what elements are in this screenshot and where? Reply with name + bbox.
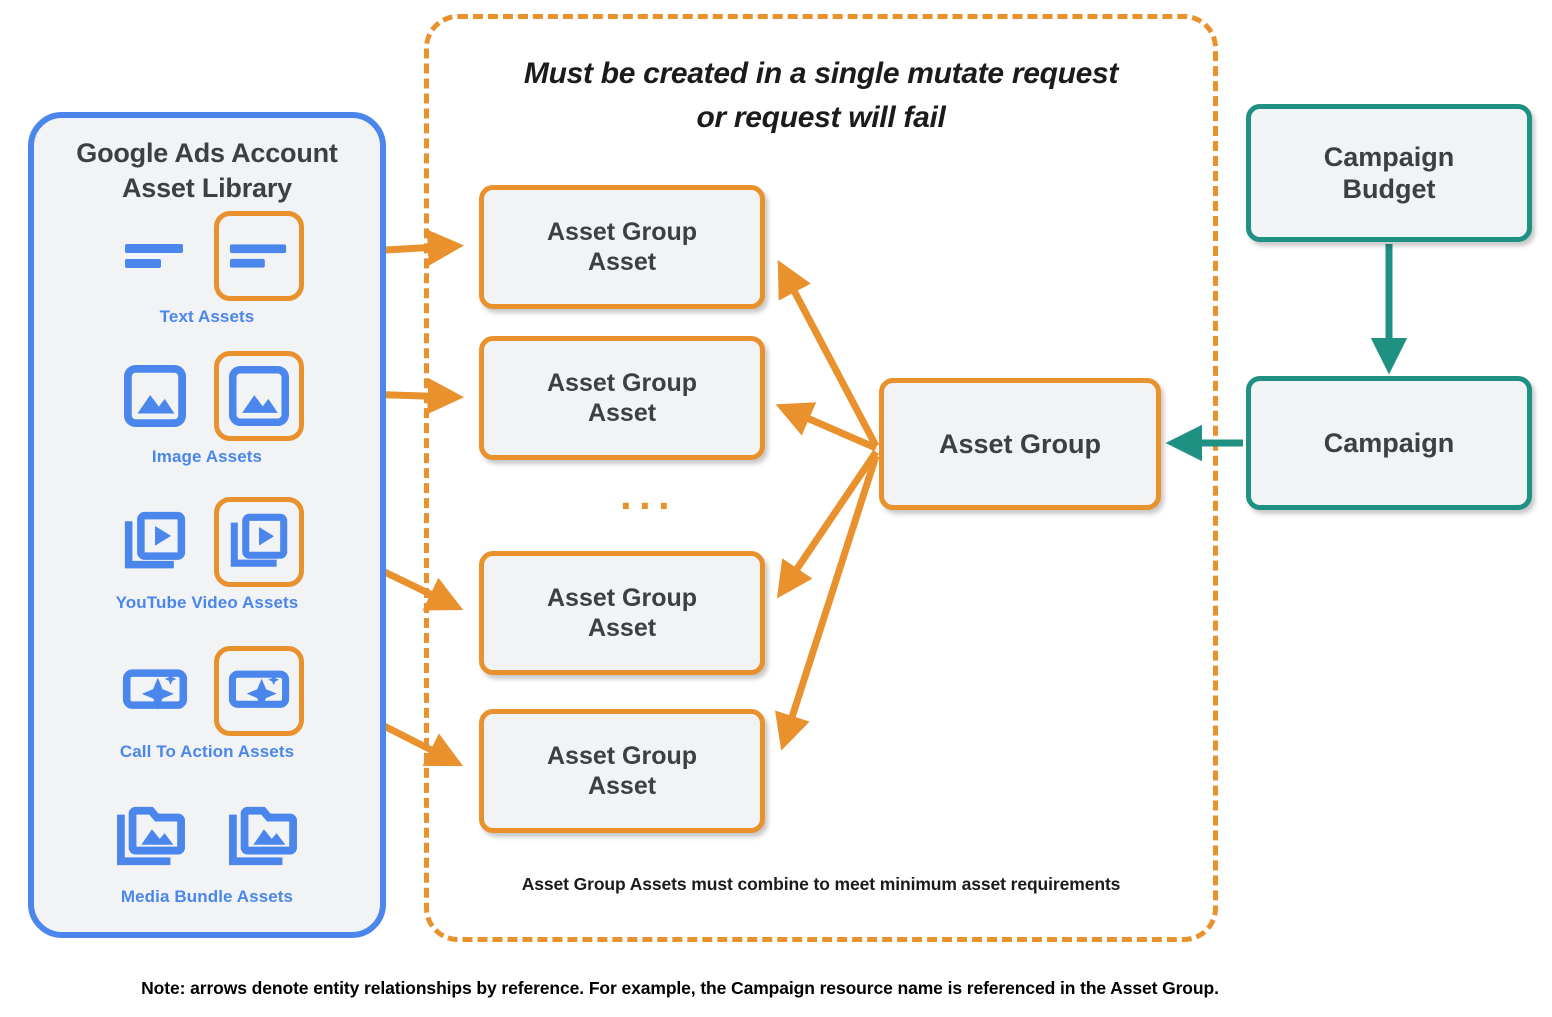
campaign-budget-node[interactable]: Campaign Budget: [1246, 104, 1532, 242]
media-bundle-asset-icon-2: [218, 791, 308, 881]
asset-group-asset-node[interactable]: Asset Group Asset: [479, 709, 765, 833]
library-item-youtube-video-assets[interactable]: YouTube Video Assets: [34, 496, 380, 613]
asset-library-panel: Google Ads Account Asset Library Text: [28, 112, 386, 938]
asset-group-asset-node[interactable]: Asset Group Asset: [479, 551, 765, 675]
image-asset-icon: [110, 351, 200, 441]
library-item-label: Text Assets: [159, 307, 255, 326]
asset-group-node[interactable]: Asset Group: [879, 378, 1161, 510]
campaign-node[interactable]: Campaign: [1246, 376, 1532, 510]
text-asset-icon-selected[interactable]: [214, 211, 304, 301]
text-asset-icon: [110, 211, 200, 301]
asset-group-asset-node[interactable]: Asset Group Asset: [479, 185, 765, 309]
diagram-note: Note: arrows denote entity relationships…: [141, 978, 1219, 998]
node-label: Asset Group Asset: [546, 218, 698, 276]
asset-library-title: Google Ads Account Asset Library: [76, 138, 338, 203]
library-item-image-assets[interactable]: Image Assets: [34, 350, 380, 467]
call-to-action-asset-icon-selected[interactable]: [214, 646, 304, 736]
image-asset-icon-selected[interactable]: [214, 351, 304, 441]
node-label: Campaign Budget: [1323, 141, 1455, 204]
node-label: Campaign: [1323, 427, 1455, 458]
node-label: Asset Group Asset: [546, 369, 698, 427]
youtube-video-asset-icon-selected[interactable]: [214, 497, 304, 587]
node-label: Asset Group Asset: [546, 584, 698, 642]
library-item-call-to-action-assets[interactable]: Call To Action Assets: [34, 645, 380, 762]
asset-group-asset-node[interactable]: Asset Group Asset: [479, 336, 765, 460]
youtube-video-asset-icon: [110, 497, 200, 587]
call-to-action-asset-icon: [110, 646, 200, 736]
node-label: Asset Group: [938, 428, 1102, 459]
node-label: Asset Group Asset: [546, 742, 698, 800]
mutate-region-title: Must be created in a single mutate reque…: [523, 57, 1119, 134]
library-item-label: Media Bundle Assets: [120, 887, 294, 906]
library-item-media-bundle-assets[interactable]: Media Bundle Assets: [34, 790, 380, 907]
media-bundle-asset-icon: [106, 791, 196, 881]
library-item-label: YouTube Video Assets: [115, 593, 299, 612]
library-item-label: Image Assets: [151, 447, 263, 466]
ellipsis-indicator: ···: [620, 482, 677, 529]
library-item-label: Call To Action Assets: [119, 742, 295, 761]
library-item-text-assets[interactable]: Text Assets: [34, 210, 380, 327]
mutate-region-footnote: Asset Group Assets must combine to meet …: [521, 874, 1121, 894]
